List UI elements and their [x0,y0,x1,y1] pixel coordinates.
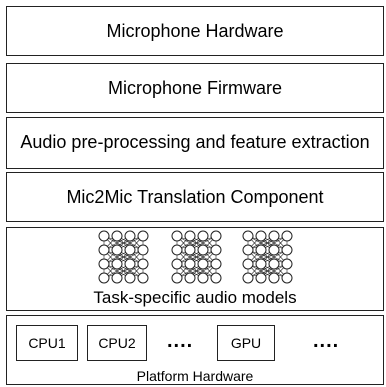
platform-hardware-layer: CPU1 CPU2 .... GPU .... Platform Hardwar… [6,315,384,385]
neural-network-icon [171,230,222,284]
audio-preprocessing-label: Audio pre-processing and feature extract… [20,132,370,152]
microphone-firmware-layer: Microphone Firmware [6,63,384,113]
neural-network-icon [98,230,149,284]
task-specific-models-layer: Task-specific audio models [6,227,384,311]
audio-preprocessing-layer: Audio pre-processing and feature extract… [6,117,384,169]
neural-networks-group [98,230,293,284]
ellipsis-1: .... [167,330,194,352]
ellipsis-2: .... [313,330,340,352]
cpu1-chip: CPU1 [16,325,78,361]
platform-hardware-label: Platform Hardware [136,368,254,384]
microphone-firmware-label: Microphone Firmware [107,78,283,98]
neural-network-icon [242,230,293,284]
mic2mic-translation-label: Mic2Mic Translation Component [66,187,324,207]
task-specific-models-label: Task-specific audio models [93,288,297,307]
microphone-hardware-label: Microphone Hardware [106,21,284,41]
cpu2-chip: CPU2 [87,325,147,361]
mic2mic-translation-layer: Mic2Mic Translation Component [6,172,384,222]
gpu-chip: GPU [217,325,275,361]
microphone-hardware-layer: Microphone Hardware [6,6,384,56]
